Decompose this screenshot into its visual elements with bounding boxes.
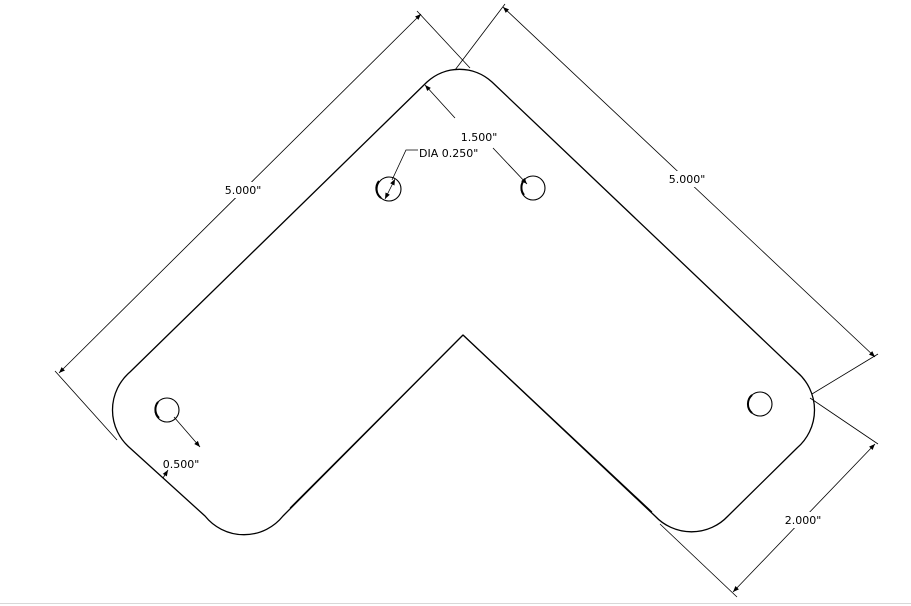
- dimension-right-leg-text: 5.000": [669, 173, 706, 186]
- bracket-outline: [111, 68, 816, 536]
- bottom-border: [0, 603, 911, 604]
- holes: [154, 175, 773, 423]
- bracket-part: [111, 68, 816, 536]
- hole-top-left: [375, 176, 402, 202]
- dimension-hole-spacing-text: 1.500": [461, 131, 498, 144]
- dimension-hole-diameter: DIA 0.250": [384, 147, 478, 200]
- bracket-inner-edge-left: [289, 334, 464, 509]
- bracket-inner-edge-right: [462, 334, 653, 513]
- dimension-left-leg-text: 5.000": [225, 184, 262, 197]
- dimension-right-leg: 5.000": [454, 3, 879, 395]
- dimension-hole-offset: 0.500": [162, 416, 201, 479]
- dimension-left-leg: 5.000": [54, 10, 471, 441]
- dimension-hole-offset-text: 0.500": [163, 458, 200, 471]
- dimension-hole-diameter-text: DIA 0.250": [419, 147, 478, 160]
- dimension-leg-width: 2.000": [659, 397, 879, 598]
- dimension-hole-spacing: 1.500": [424, 84, 528, 185]
- hole-bottom-left: [154, 397, 180, 423]
- dimension-leg-width-text: 2.000": [785, 514, 822, 527]
- hole-bottom-right: [746, 391, 773, 417]
- hole-top-right: [520, 175, 546, 201]
